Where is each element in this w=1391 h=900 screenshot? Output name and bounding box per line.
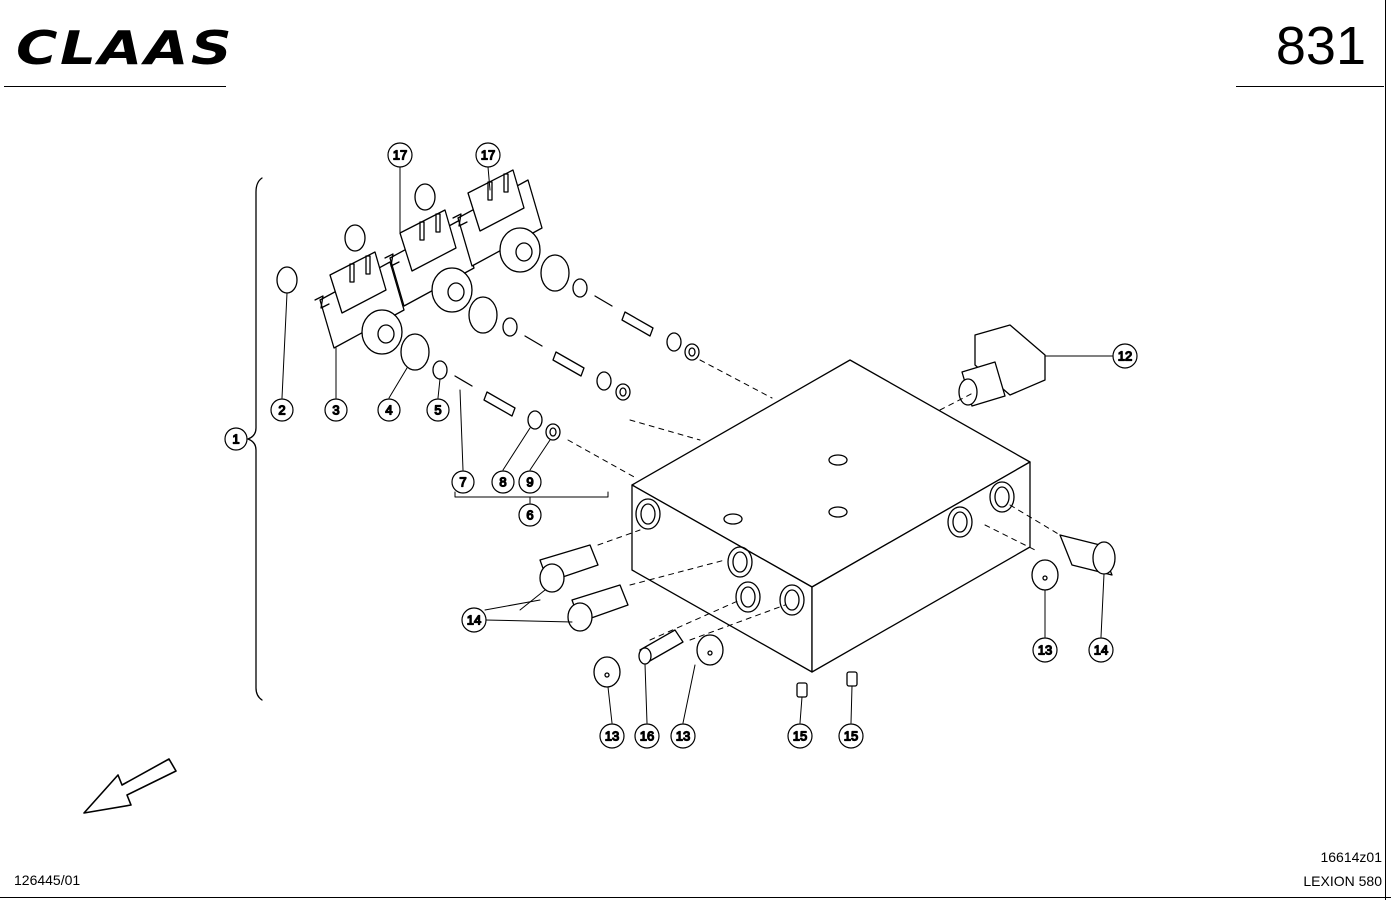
callout-14-a: 14 <box>461 607 487 633</box>
callout-8: 8 <box>491 470 515 494</box>
callout-9: 9 <box>518 470 542 494</box>
frame-right-edge <box>1385 0 1386 900</box>
callout-6: 6 <box>518 503 542 527</box>
svg-text:16: 16 <box>640 729 654 744</box>
frame-bottom-edge <box>0 897 1391 898</box>
plugs-13 <box>593 559 1059 688</box>
svg-text:7: 7 <box>459 475 466 490</box>
callout-13-a: 13 <box>1032 637 1058 663</box>
svg-text:17: 17 <box>481 148 495 163</box>
callout-14-b: 14 <box>1088 637 1114 663</box>
drawing-code: 16614z01 <box>1320 849 1382 865</box>
svg-text:15: 15 <box>793 729 807 744</box>
svg-text:3: 3 <box>332 403 339 418</box>
callout-17-a: 17 <box>387 142 413 168</box>
leader-lines <box>235 166 1114 724</box>
seal-rings <box>276 183 700 441</box>
page-number: 831 <box>1275 16 1366 76</box>
pressure-switch-12 <box>958 324 1046 407</box>
callout-16: 16 <box>634 723 660 749</box>
solenoid-coil-middle <box>384 209 475 313</box>
svg-text:8: 8 <box>499 475 506 490</box>
callout-15-a: 15 <box>787 723 813 749</box>
document-number: 126445/01 <box>14 872 81 888</box>
machine-model: LEXION 580 <box>1303 873 1382 889</box>
solenoid-coil-right <box>452 169 543 273</box>
fittings-14 <box>539 534 1116 632</box>
svg-text:4: 4 <box>385 403 392 418</box>
svg-text:9: 9 <box>526 475 533 490</box>
svg-text:12: 12 <box>1118 349 1132 364</box>
callout-2: 2 <box>270 398 294 422</box>
valve-block <box>631 359 1031 698</box>
svg-text:14: 14 <box>467 613 481 628</box>
callout-1: 1 <box>224 427 248 451</box>
svg-text:13: 13 <box>605 729 619 744</box>
arrow-down-left-icon <box>83 758 177 814</box>
header-rule-left <box>4 86 226 87</box>
header-rule-right <box>1236 86 1384 87</box>
callout-7: 7 <box>451 470 475 494</box>
brand-logo: CLAAS <box>16 22 234 70</box>
svg-text:1: 1 <box>232 432 239 447</box>
check-valve-16 <box>638 629 684 665</box>
svg-text:14: 14 <box>1094 643 1108 658</box>
svg-text:17: 17 <box>393 148 407 163</box>
callout-17-b: 17 <box>475 142 501 168</box>
svg-text:13: 13 <box>676 729 690 744</box>
svg-text:13: 13 <box>1038 643 1052 658</box>
assembly-lines <box>567 359 1061 641</box>
svg-text:15: 15 <box>844 729 858 744</box>
callout-5: 5 <box>426 398 450 422</box>
callout-3: 3 <box>324 398 348 422</box>
svg-text:CLAAS: CLAAS <box>16 22 234 70</box>
valve-cartridges <box>454 295 654 417</box>
callout-12: 12 <box>1112 343 1138 369</box>
svg-text:2: 2 <box>278 403 285 418</box>
callout-4: 4 <box>377 398 401 422</box>
svg-text:5: 5 <box>434 403 441 418</box>
assembly-bracket <box>247 177 263 701</box>
svg-text:6: 6 <box>526 508 533 523</box>
callout-13-c: 13 <box>670 723 696 749</box>
callout-13-b: 13 <box>599 723 625 749</box>
callout-15-b: 15 <box>838 723 864 749</box>
solenoid-coil-left <box>314 251 405 355</box>
